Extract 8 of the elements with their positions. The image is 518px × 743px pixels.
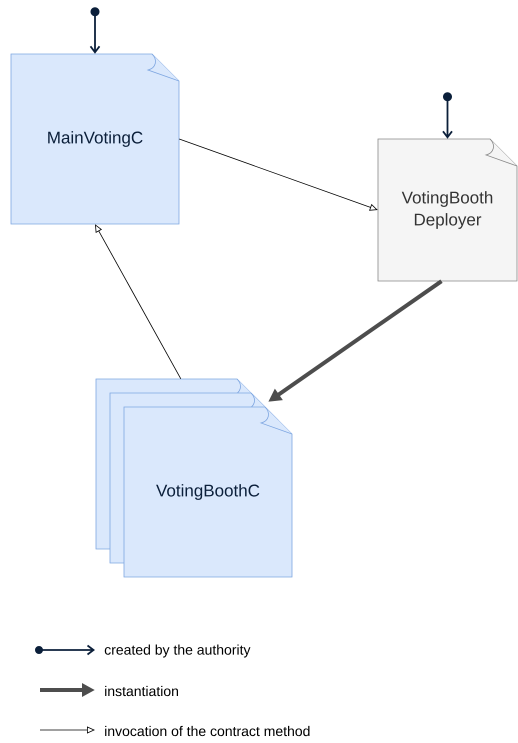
legend-label: invocation of the contract method	[105, 726, 310, 736]
document-box: MainVotingC	[10, 54, 180, 224]
legend-label: created by the authority	[104, 644, 250, 658]
document-box: VotingBooth Deployer	[378, 138, 518, 282]
arrow	[90, 7, 100, 54]
document-stack: VotingBoothC	[96, 378, 292, 578]
arrow	[442, 92, 453, 139]
legend-label: instantiation	[105, 686, 178, 696]
